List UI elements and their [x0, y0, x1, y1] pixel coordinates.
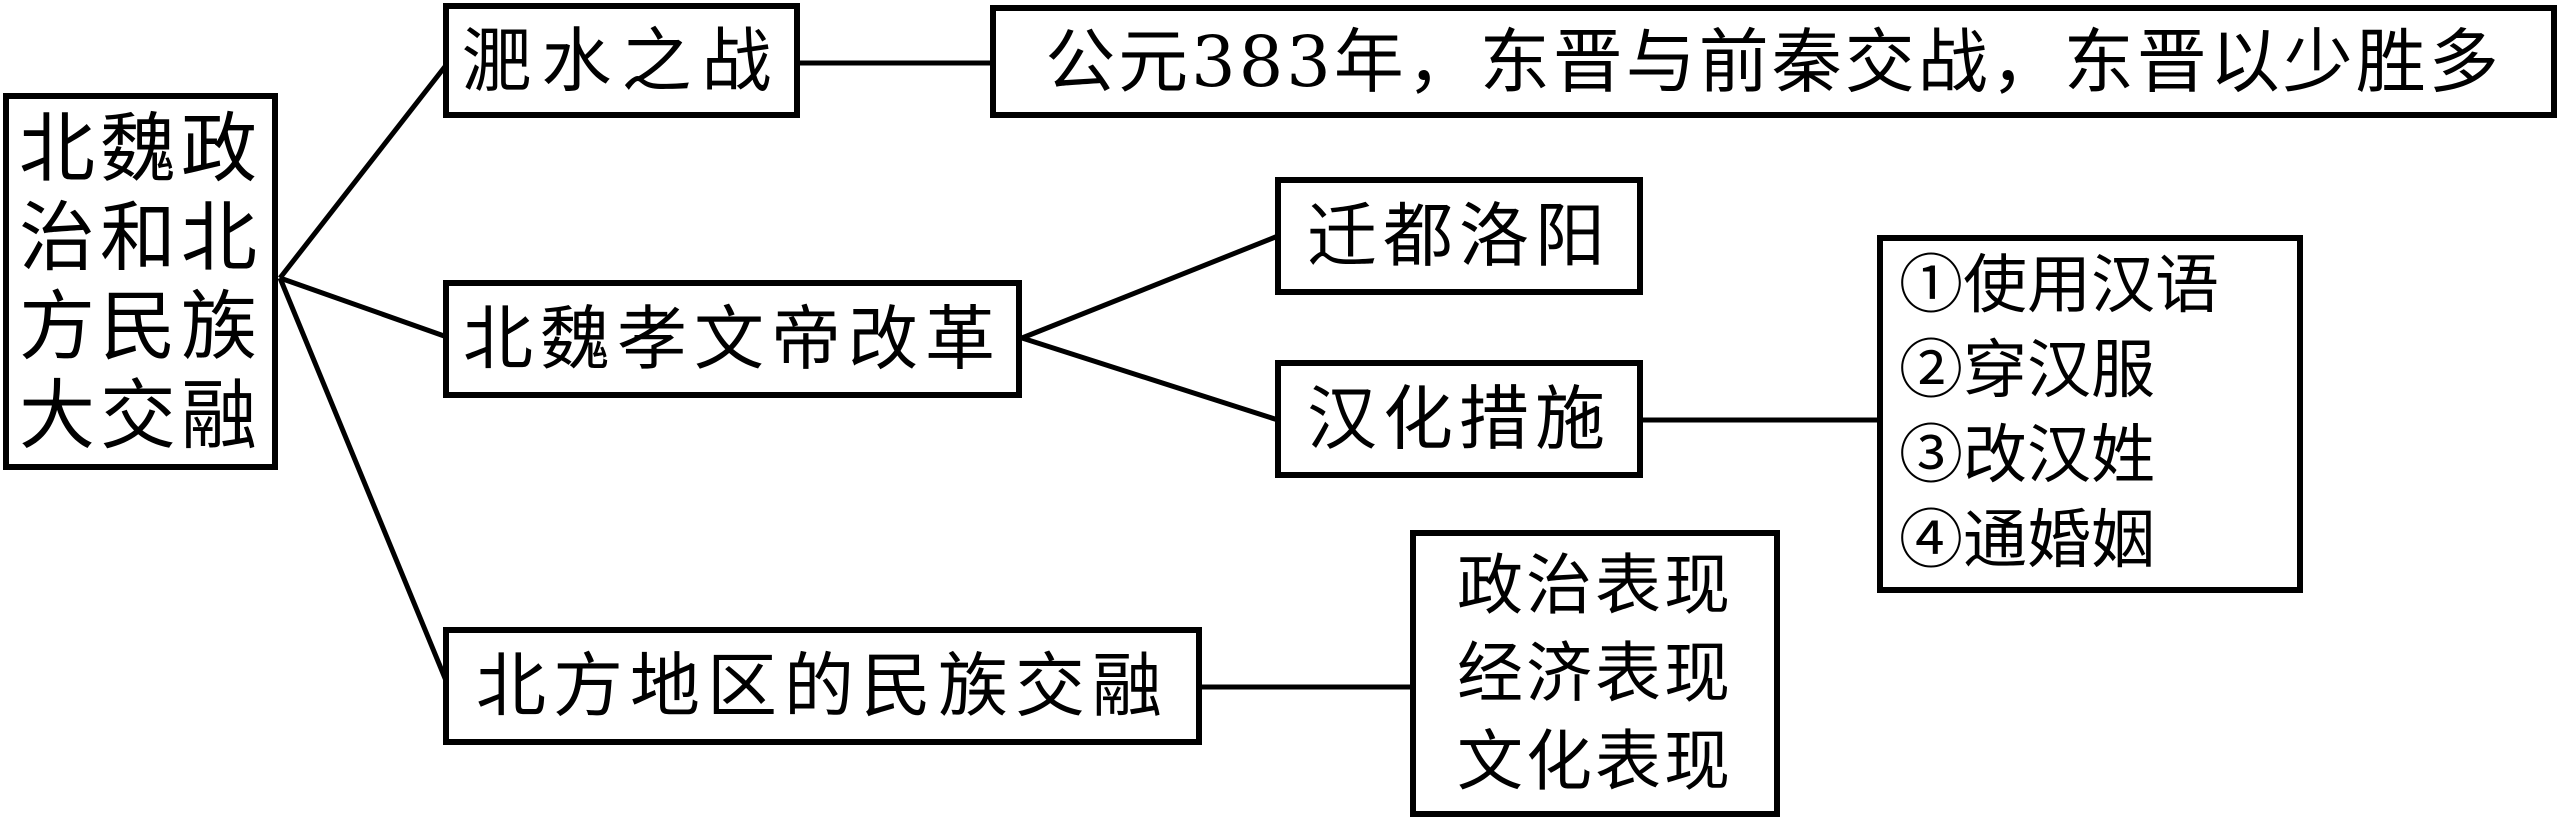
connector-reform-qiandu [1021, 233, 1279, 341]
measure-item: ②穿汉服 [1899, 334, 2155, 408]
root-node-beiwei-politics: 北魏政 治和北 方民族 大交融 [3, 93, 278, 470]
aspect-item: 经济表现 [1457, 634, 1733, 712]
connector-root-reform [279, 275, 448, 340]
measure-item: ①使用汉语 [1899, 249, 2219, 323]
node-move-capital-label: 迁都洛阳 [1307, 195, 1611, 277]
measure-item: ④通婚姻 [1899, 504, 2155, 578]
node-feishui-detail-text: 公元383年，东晋与前秦交战，东晋以少胜多 [1045, 20, 2502, 103]
root-node-line: 北魏政 [19, 103, 262, 193]
connector-root-ronghe [277, 277, 450, 684]
root-node-line: 治和北 [19, 192, 262, 282]
node-integration-aspects: 政治表现 经济表现 文化表现 [1410, 530, 1780, 817]
root-node-line: 大交融 [19, 370, 262, 460]
aspect-item: 政治表现 [1457, 546, 1733, 624]
aspect-item: 文化表现 [1457, 722, 1733, 800]
node-move-capital-luoyang: 迁都洛阳 [1275, 177, 1643, 295]
node-sinicization-measures: 汉化措施 [1275, 360, 1643, 478]
node-sinicization-label: 汉化措施 [1307, 378, 1611, 460]
node-xiaowen-reform: 北魏孝文帝改革 [443, 280, 1022, 398]
root-node-line: 方民族 [19, 281, 262, 371]
connector-root-feishui [278, 62, 449, 280]
connector-reform-hanhua [1021, 335, 1279, 423]
measure-item: ③改汉姓 [1899, 419, 2155, 493]
node-feishui-label: 淝水之战 [461, 19, 782, 102]
node-measures-list: ①使用汉语 ②穿汉服 ③改汉姓 ④通婚姻 [1877, 235, 2303, 593]
node-northern-integration-label: 北方地区的民族交融 [476, 645, 1169, 727]
node-feishui-detail: 公元383年，东晋与前秦交战，东晋以少胜多 [990, 5, 2557, 118]
node-xiaowen-reform-label: 北魏孝文帝改革 [463, 298, 1002, 380]
node-feishui-battle: 淝水之战 [443, 3, 800, 118]
node-northern-integration: 北方地区的民族交融 [443, 627, 1202, 745]
